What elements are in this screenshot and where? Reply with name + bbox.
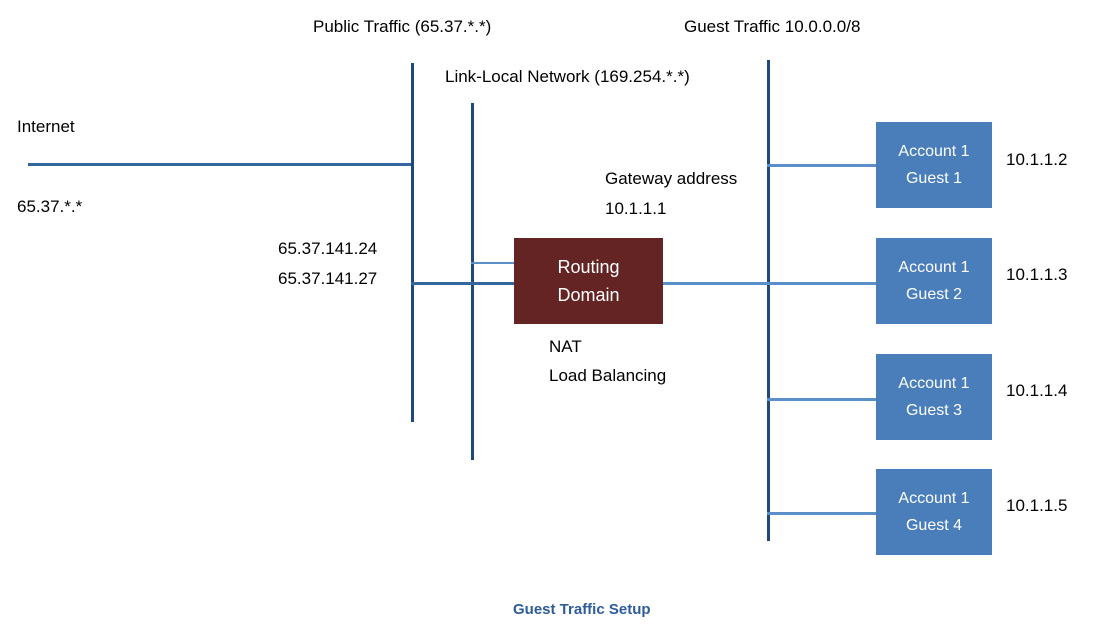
gateway-address-value: 10.1.1.1 (605, 199, 667, 218)
public-ip-address-2-label: 65.37.141.27 (278, 269, 378, 288)
public-traffic-trunk-line (411, 63, 414, 422)
link-local-network-label: Link-Local Network (169.254.*.*) (445, 67, 690, 86)
guest-node-2-account: Account 1 (898, 258, 970, 276)
guest-node-2-ip: 10.1.1.3 (1006, 265, 1068, 284)
guest-node-3-ip: 10.1.1.4 (1006, 381, 1068, 400)
public-ip-address-1-label: 65.37.141.24 (278, 239, 378, 258)
guest-node-2-name: Guest 2 (905, 285, 963, 303)
guest-1-branch-line (767, 164, 878, 167)
diagram-caption: Guest Traffic Setup (513, 601, 651, 618)
link-local-to-router-line (471, 262, 516, 264)
internet-label: Internet (17, 117, 75, 136)
internet-ip-range-label: 65.37.*.* (17, 197, 83, 216)
guest-node-1[interactable]: Account 1 Guest 1 (876, 122, 992, 208)
guest-node-3[interactable]: Account 1 Guest 3 (876, 354, 992, 440)
router-to-guest-trunk-line (662, 282, 769, 285)
guest-node-1-ip: 10.1.1.2 (1006, 150, 1068, 169)
guest-traffic-trunk-line (767, 60, 770, 541)
gateway-address-label: Gateway address (605, 169, 738, 188)
internet-to-public-trunk-line (28, 163, 414, 166)
public-traffic-label: Public Traffic (65.37.*.*) (313, 17, 492, 36)
guest-node-4-name: Guest 4 (905, 516, 963, 534)
routing-domain-node[interactable]: Routing Domain (514, 238, 663, 324)
guest-node-4[interactable]: Account 1 Guest 4 (876, 469, 992, 555)
guest-4-branch-line (767, 512, 878, 515)
nat-label: NAT (549, 337, 582, 356)
public-trunk-to-router-line (411, 282, 516, 285)
link-local-trunk-line (471, 103, 474, 460)
routing-domain-line-1: Routing (557, 256, 620, 277)
guest-node-4-ip: 10.1.1.5 (1006, 496, 1068, 515)
guest-node-3-name: Guest 3 (905, 401, 963, 419)
guest-node-3-account: Account 1 (898, 374, 970, 392)
guest-3-branch-line (767, 398, 878, 401)
guest-2-branch-line (767, 282, 878, 285)
guest-node-1-account: Account 1 (898, 142, 970, 160)
guest-node-4-account: Account 1 (898, 489, 970, 507)
guest-node-2[interactable]: Account 1 Guest 2 (876, 238, 992, 324)
guest-traffic-label: Guest Traffic 10.0.0.0/8 (684, 17, 861, 36)
load-balancing-label: Load Balancing (549, 366, 667, 385)
routing-domain-line-2: Domain (557, 284, 620, 305)
guest-node-1-name: Guest 1 (905, 169, 963, 187)
